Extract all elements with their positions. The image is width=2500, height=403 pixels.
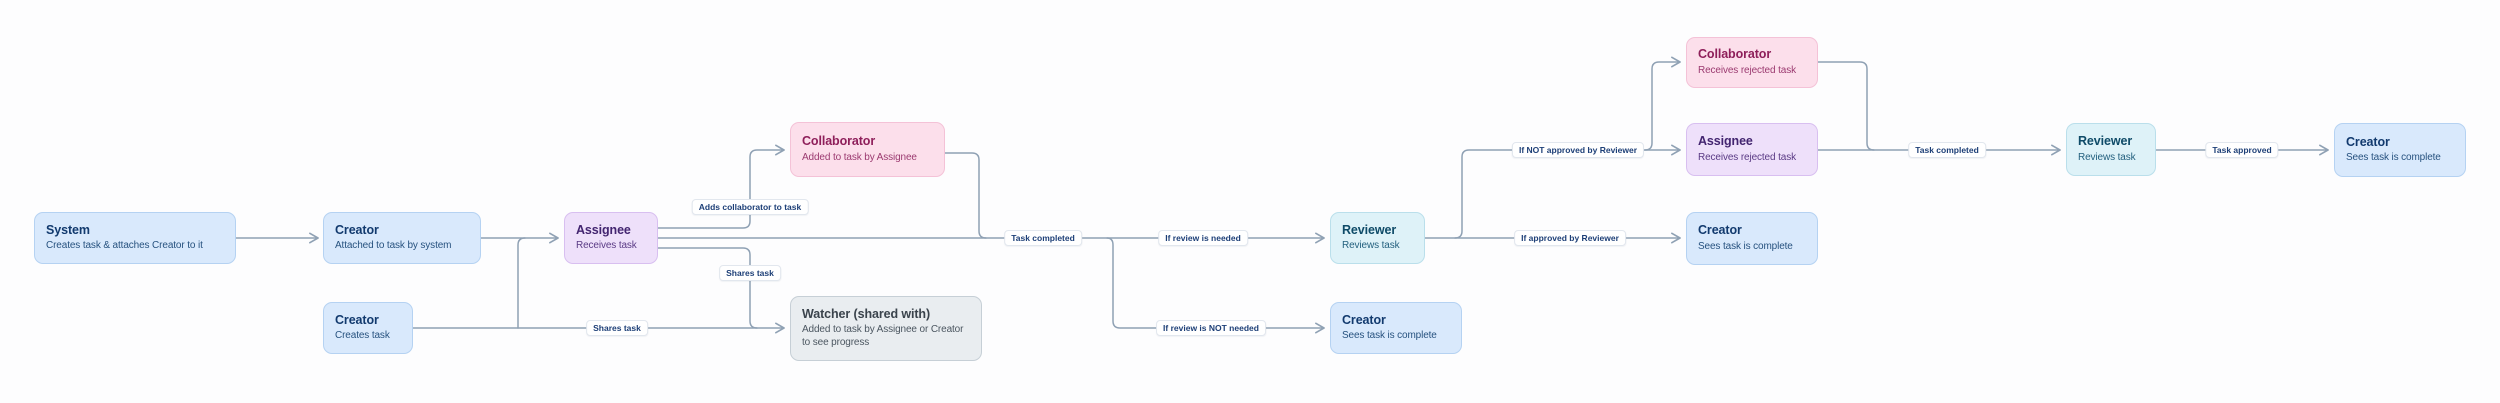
node-subtitle: Added to task by Assignee: [802, 151, 917, 163]
node-subtitle: Creates task: [335, 330, 390, 342]
edge-label: Shares task: [719, 265, 781, 281]
node-title: Collaborator: [802, 134, 876, 149]
edge-assignee-to-watcher: [657, 247, 758, 329]
edge-label: Task completed: [1004, 230, 1082, 246]
node-subtitle: Receives rejected task: [1698, 151, 1796, 163]
node-subtitle: Receives rejected task: [1698, 64, 1796, 76]
node-subtitle: Sees task is complete: [1698, 240, 1793, 252]
node-title: System: [46, 222, 90, 237]
edge-assignee-to-collaborator: [657, 144, 785, 229]
edge-label: Adds collaborator to task: [691, 199, 809, 215]
node-title: Assignee: [1698, 134, 1753, 149]
edge-label: If review is needed: [1158, 230, 1248, 246]
edge-label: Shares task: [586, 320, 648, 336]
node-title: Collaborator: [1698, 47, 1772, 62]
edge-collaborator-merge-down: [944, 152, 987, 239]
edge-label: Task approved: [2205, 142, 2279, 158]
node-title: Watcher (shared with): [802, 307, 931, 322]
node-title: Creator: [1342, 312, 1386, 327]
node-title: Assignee: [576, 222, 631, 237]
edge-label: Task completed: [1908, 142, 1986, 158]
edge-collaborator2-merge-down: [1817, 61, 1875, 151]
node-title: Creator: [2346, 134, 2390, 149]
node-title: Reviewer: [2078, 134, 2133, 149]
edge-label: If NOT approved by Reviewer: [1511, 142, 1645, 158]
node-subtitle: Added to task by Assignee or Creator to …: [802, 324, 964, 349]
node-subtitle: Reviews task: [2078, 151, 2136, 163]
node-watcher[interactable]: Watcher (shared with) Added to task by As…: [790, 296, 982, 361]
node-subtitle: Attached to task by system: [335, 240, 452, 252]
node-title: Reviewer: [1342, 222, 1397, 237]
node-subtitle: Reviews task: [1342, 240, 1400, 252]
edge-creator2-merge-up: [517, 237, 526, 329]
node-title: Creator: [335, 222, 379, 237]
edge-reviewer-not-approved: [1454, 144, 1681, 239]
edge-split-to-collaborator2: [1644, 56, 1681, 151]
node-subtitle: Creates task & attaches Creator to it: [46, 240, 203, 252]
edge-branch-no-review: [1106, 237, 1325, 334]
node-title: Creator: [1698, 223, 1742, 238]
node-subtitle: Sees task is complete: [1342, 330, 1437, 342]
edge-label: If review is NOT needed: [1156, 320, 1266, 336]
edge-label: If approved by Reviewer: [1514, 230, 1626, 246]
node-title: Creator: [335, 312, 379, 327]
node-subtitle: Sees task is complete: [2346, 152, 2441, 164]
node-subtitle: Receives task: [576, 240, 637, 252]
